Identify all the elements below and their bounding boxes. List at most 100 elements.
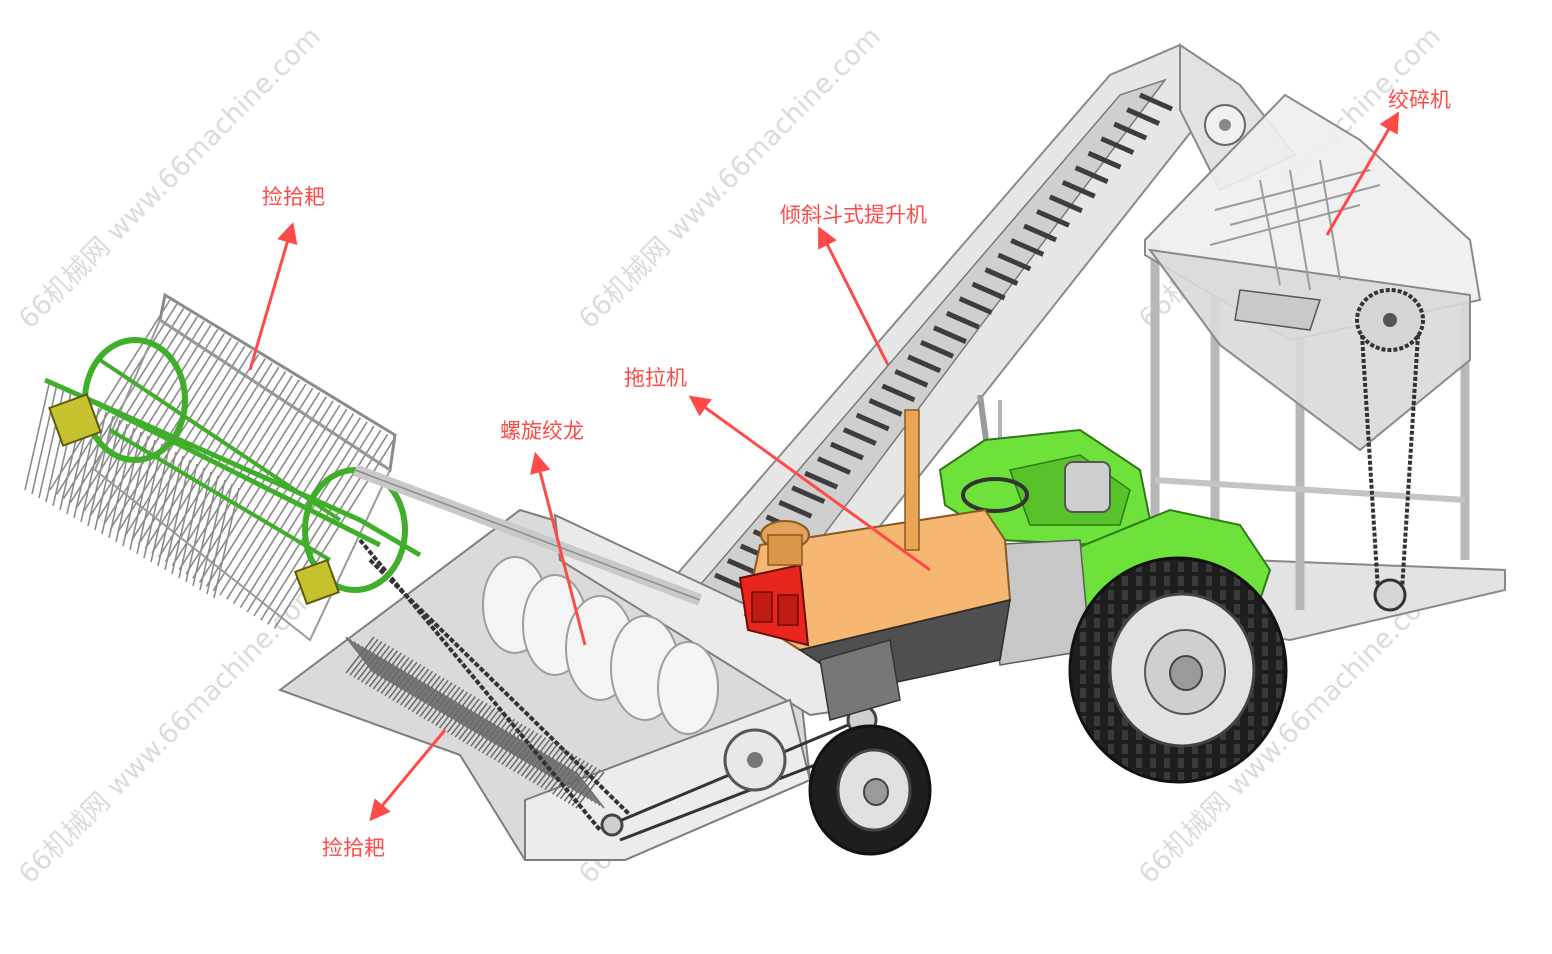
shape-stroke <box>122 435 149 547</box>
shape-stroke <box>1061 179 1096 199</box>
shape-stroke <box>1126 107 1161 126</box>
shape-stroke <box>368 650 398 688</box>
pickup-rake-reel <box>24 292 703 642</box>
label-pickup-rake-top: 捡拾耙 <box>262 185 325 209</box>
rear-wheel <box>1068 556 1288 784</box>
watermark: 66机械网 www.66machine.com <box>573 21 887 335</box>
shape-stroke <box>157 455 184 567</box>
shape-stroke <box>575 771 605 809</box>
shape-stroke <box>253 425 375 617</box>
shape-stroke <box>1087 150 1122 170</box>
shape-stroke <box>219 404 341 596</box>
shape-stroke <box>1100 136 1135 155</box>
shape-stroke <box>932 325 967 345</box>
shape-stroke <box>349 638 379 676</box>
shape-stroke <box>399 668 430 706</box>
label-tractor: 拖拉机 <box>624 366 687 390</box>
shape-stroke <box>423 682 453 720</box>
label-elevator: 倾斜斗式提升机 <box>780 203 927 227</box>
arrow-elevator <box>818 226 890 366</box>
shape-stroke <box>920 339 955 359</box>
shape-stroke <box>185 471 212 583</box>
shape-stroke <box>388 661 418 699</box>
shape-stroke <box>544 753 574 791</box>
shape-stroke <box>458 702 488 740</box>
shape-stroke <box>151 362 273 554</box>
shape-stroke <box>497 725 527 763</box>
shape-stroke <box>477 714 508 752</box>
shape-stroke <box>516 737 547 775</box>
shape-stroke <box>76 316 198 508</box>
shape-stroke <box>804 470 839 490</box>
shape-stroke <box>49 299 171 491</box>
shape-stroke <box>462 705 492 743</box>
shape-stroke <box>442 693 473 731</box>
shape-stroke <box>567 766 597 804</box>
shape-stroke <box>192 475 219 587</box>
shape-stroke <box>171 463 198 575</box>
shape-stroke <box>87 415 114 527</box>
shape-stroke <box>548 755 578 793</box>
shape-stroke <box>353 641 383 679</box>
shape-stroke <box>1074 165 1109 185</box>
shape-stroke <box>31 383 58 495</box>
label-pickup-rake-bottom: 捡拾耙 <box>322 836 385 860</box>
shape-stroke <box>110 337 232 529</box>
arrow-screw-auger <box>530 451 587 646</box>
arrow-pickup-rake-top <box>248 221 298 371</box>
shape-stroke <box>997 252 1032 272</box>
arrow-pickup-rake-bottom <box>369 729 447 822</box>
shape-stroke <box>213 487 240 599</box>
shape-stroke <box>524 741 554 779</box>
shape-stroke <box>205 396 328 588</box>
label-crusher: 绞碎机 <box>1388 88 1451 112</box>
label-screw-auger: 螺旋绞龙 <box>500 419 584 443</box>
shape-stroke <box>232 412 355 604</box>
shape-stroke <box>450 698 480 736</box>
shape-stroke <box>466 707 496 745</box>
reel-tines <box>24 299 396 630</box>
shape-stroke <box>361 645 391 683</box>
shape-stroke <box>501 728 531 765</box>
shape-stroke <box>540 750 570 788</box>
shape-stroke <box>108 427 135 539</box>
shape-stroke <box>855 412 890 432</box>
shape-stroke <box>403 670 434 708</box>
shape-stroke <box>778 499 813 519</box>
shape-stroke <box>958 296 993 315</box>
shape-stroke <box>273 438 396 630</box>
shape-stroke <box>372 652 402 690</box>
shape-stroke <box>380 657 410 695</box>
shape-stroke <box>226 408 348 600</box>
shape-stroke <box>427 684 457 722</box>
shape-stroke <box>945 310 980 330</box>
shape-stroke <box>532 746 562 784</box>
arrow-tractor <box>688 395 931 572</box>
shape-stroke <box>894 369 929 388</box>
shape-stroke <box>345 636 375 674</box>
shape-stroke <box>80 411 107 523</box>
shape-stroke <box>868 398 903 417</box>
shape-stroke <box>435 689 465 727</box>
arrow-crusher <box>1325 111 1400 236</box>
shape-stroke <box>266 433 389 625</box>
shape-stroke <box>1035 209 1070 228</box>
shape-stroke <box>260 429 382 621</box>
shape-stroke <box>143 447 170 559</box>
shape-stroke <box>212 400 334 592</box>
screw-auger <box>482 556 719 735</box>
shape-stroke <box>1048 194 1083 214</box>
shape-stroke <box>984 267 1019 286</box>
shape-stroke <box>115 431 142 543</box>
shape-stroke <box>56 303 178 495</box>
shape-stroke <box>199 479 226 591</box>
shape-stroke <box>438 691 469 729</box>
shape-stroke <box>83 320 205 512</box>
shape-stroke <box>474 712 504 749</box>
pickup-tines <box>345 636 605 809</box>
shape-stroke <box>411 675 441 713</box>
shape-stroke <box>407 673 437 711</box>
shape-stroke <box>971 281 1006 301</box>
shape-stroke <box>396 666 426 704</box>
